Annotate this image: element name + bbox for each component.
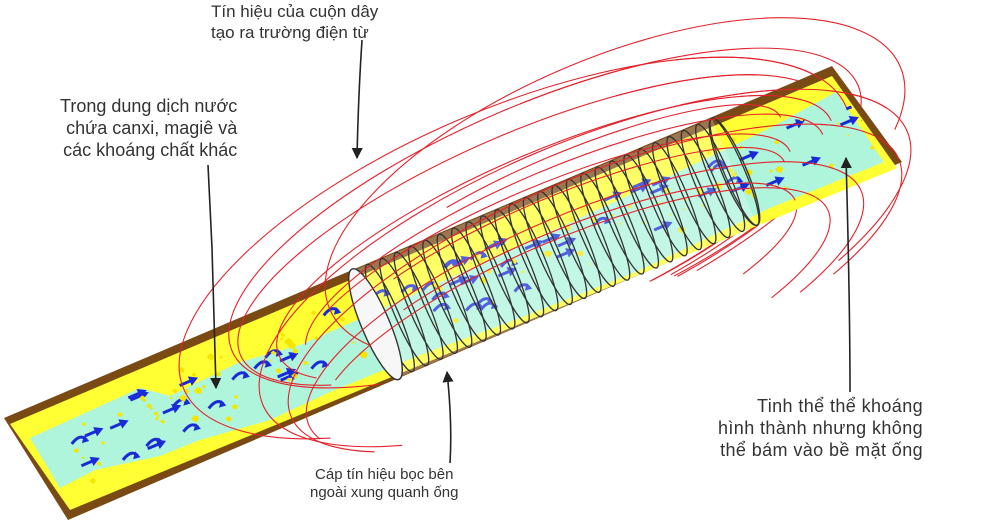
label-crystals-line1: Tinh thể thể khoáng bbox=[718, 396, 923, 418]
coil-body bbox=[353, 118, 757, 377]
mineral-particle-icon bbox=[900, 61, 904, 65]
mineral-particle-icon bbox=[918, 114, 923, 119]
mineral-particle-icon bbox=[944, 44, 947, 46]
mineral-particle-icon bbox=[879, 115, 884, 119]
label-water-minerals-line2: chứa canxi, magiê và bbox=[60, 118, 237, 140]
flow-arrow-icon bbox=[938, 84, 956, 96]
label-cable-line2: ngoài xung quanh ống bbox=[310, 484, 458, 502]
label-signal-coil-line1: Tín hiệu của cuộn dây bbox=[211, 2, 378, 23]
label-signal-coil: Tín hiệu của cuộn dây tạo ra trường điện… bbox=[211, 2, 378, 43]
mineral-particle-icon bbox=[961, 98, 968, 104]
label-cable-line1: Cáp tín hiệu bọc bên bbox=[310, 466, 458, 484]
signal-coil bbox=[339, 114, 768, 385]
mineral-particle-icon bbox=[927, 96, 932, 100]
label-signal-coil-line2: tạo ra trường điện từ bbox=[211, 23, 378, 44]
label-crystals: Tinh thể thể khoáng hình thành nhưng khô… bbox=[718, 396, 923, 462]
label-water-minerals: Trong dung dịch nước chứa canxi, magiê v… bbox=[60, 96, 237, 162]
leader-line-cable bbox=[447, 372, 451, 463]
leader-line-signal bbox=[357, 40, 362, 158]
label-crystals-line3: thể bám vào bề mặt ống bbox=[718, 440, 923, 462]
label-cable: Cáp tín hiệu bọc bên ngoài xung quanh ốn… bbox=[310, 466, 458, 503]
label-water-minerals-line1: Trong dung dịch nước bbox=[60, 96, 237, 118]
flow-arrow-icon bbox=[927, 73, 949, 90]
mineral-particle-icon bbox=[906, 79, 914, 86]
mineral-particle-icon bbox=[941, 112, 945, 115]
leader-line-crystal bbox=[846, 158, 850, 392]
flow-arrow-icon bbox=[926, 108, 944, 120]
mineral-particle-icon bbox=[916, 100, 919, 103]
flow-arrow-icon bbox=[897, 78, 919, 95]
label-water-minerals-line3: các khoáng chất khác bbox=[60, 140, 237, 162]
flow-arrow-icon bbox=[906, 87, 928, 104]
mineral-particle-icon bbox=[879, 110, 883, 114]
mineral-particle-icon bbox=[934, 105, 942, 113]
mineral-particle-icon bbox=[878, 120, 886, 127]
label-crystals-line2: hình thành nhưng không bbox=[718, 418, 923, 440]
flow-arrow-icon bbox=[936, 83, 958, 100]
